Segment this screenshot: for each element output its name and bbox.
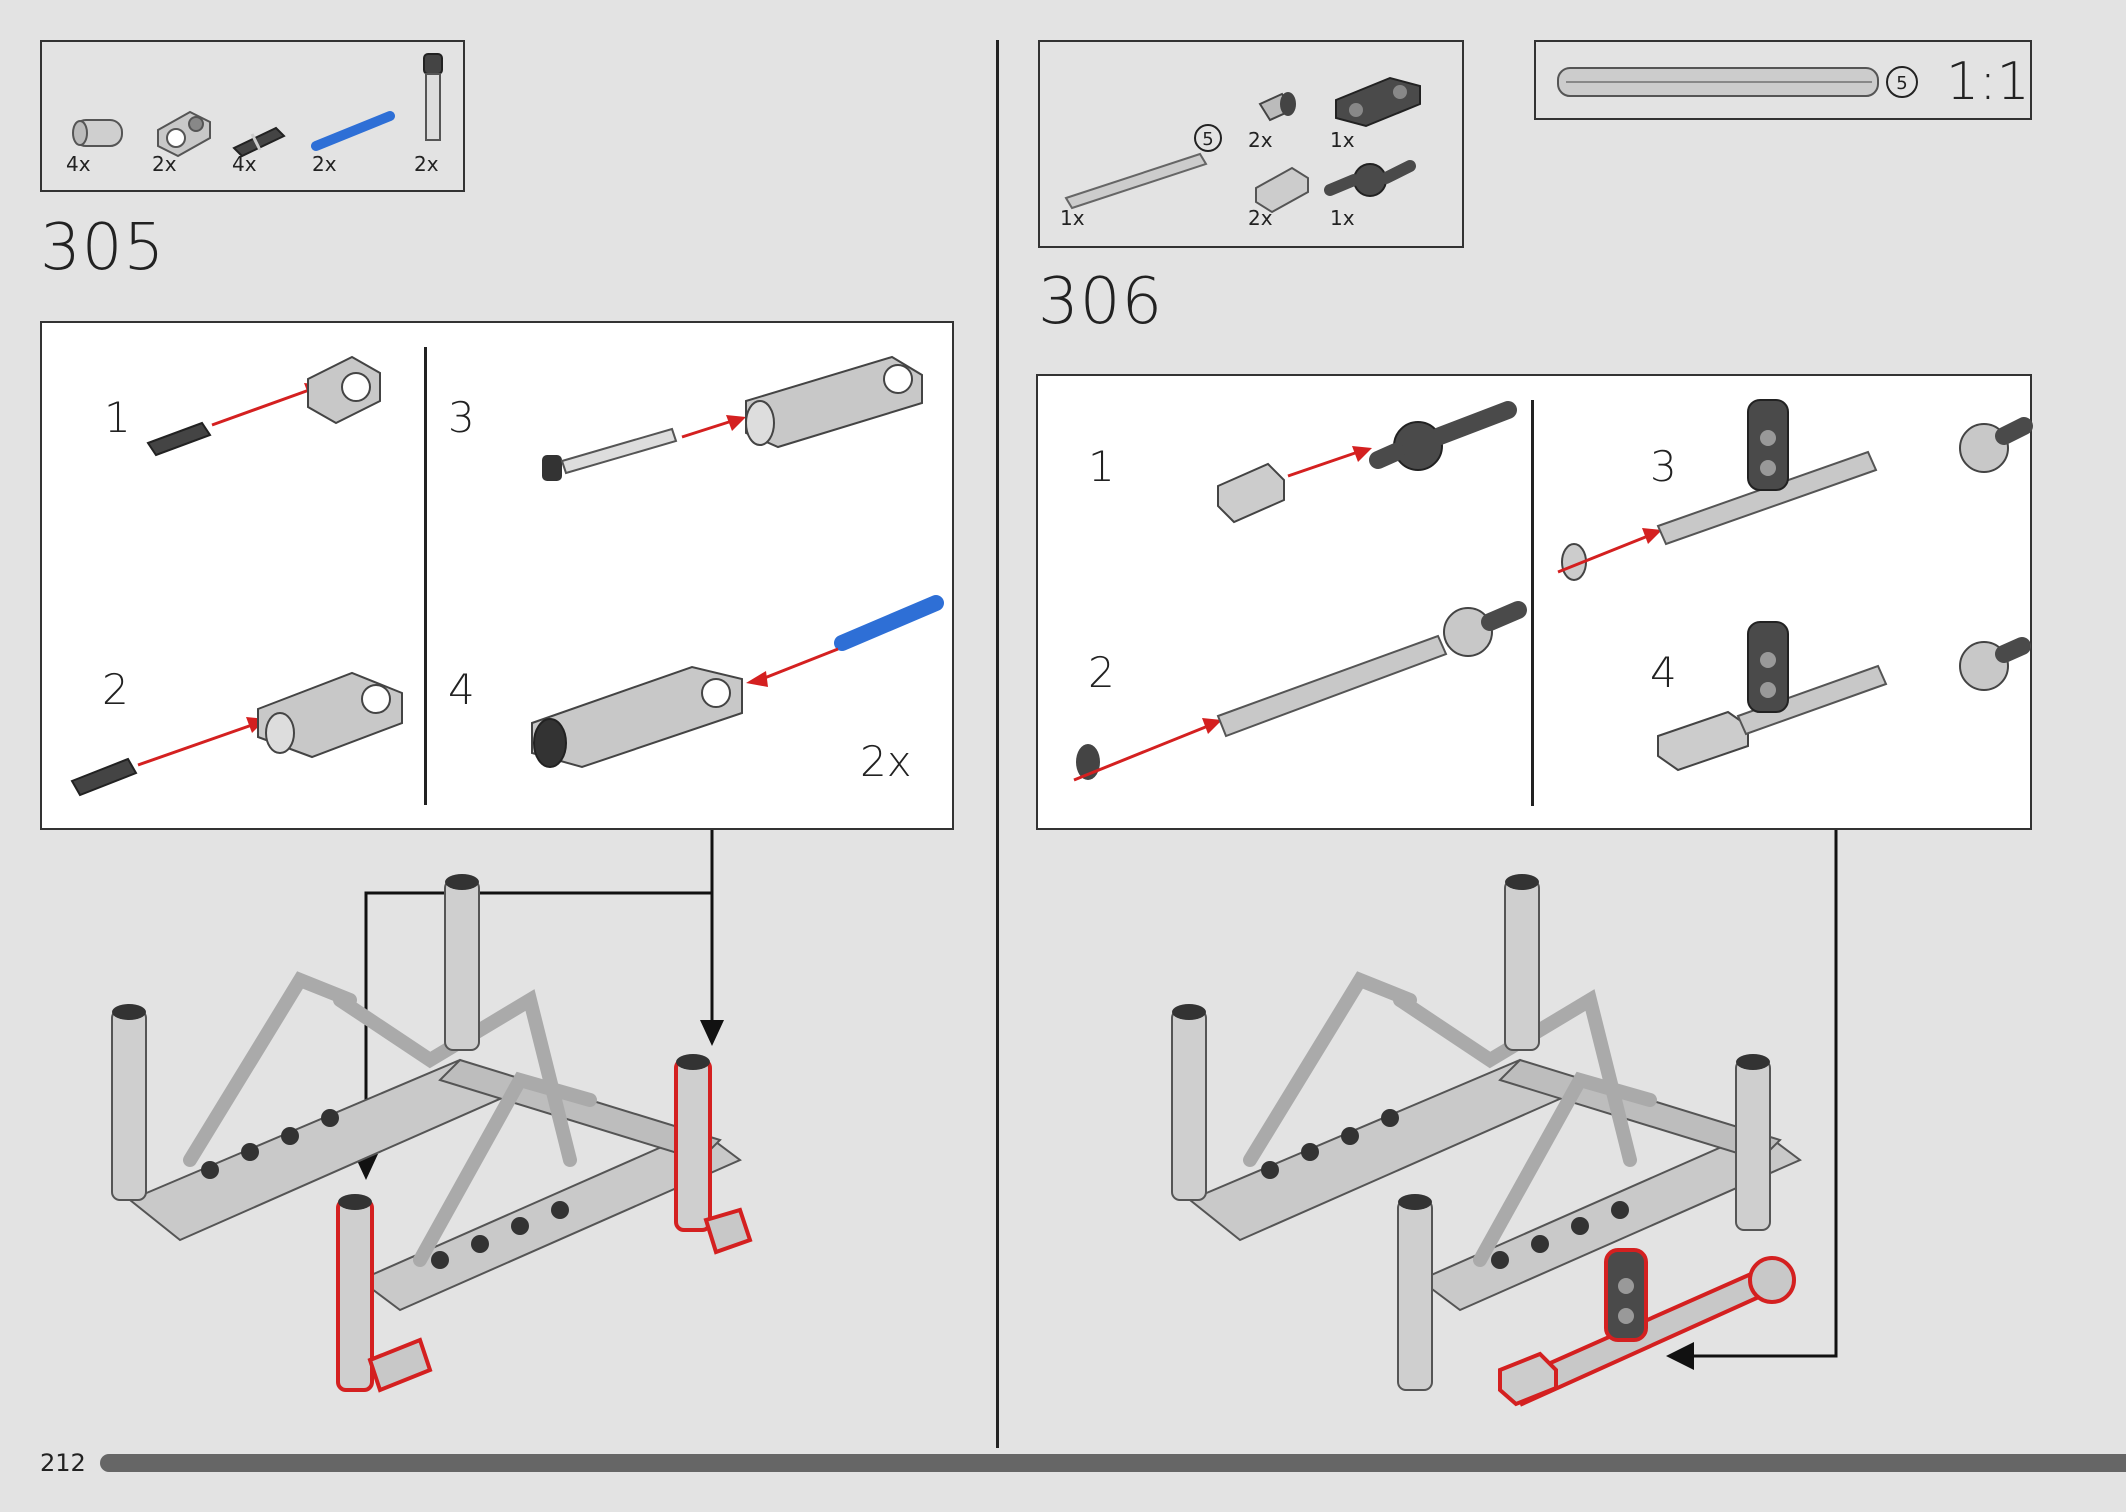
dark-beam-icon (1335, 76, 1421, 128)
step306-parts-box: 5 1x 2x 1x 2x 1x (1038, 40, 1464, 248)
substep-label: 1 (104, 393, 131, 442)
axle-scale-icon (1557, 67, 1879, 97)
scale-reference-box: 5 1:1 (1534, 40, 2032, 120)
substep-label: 3 (448, 393, 475, 442)
part-qty: 1x (1330, 128, 1355, 152)
part-qty: 2x (1248, 128, 1273, 152)
substep-label: 3 (1650, 442, 1677, 491)
ball-joint-icon (1324, 160, 1416, 197)
blue-axle-icon (311, 111, 395, 151)
substep-label: 2 (102, 665, 129, 714)
substep-label: 4 (448, 665, 475, 714)
part-qty: 2x (1248, 206, 1273, 230)
substep2-illustration (70, 671, 403, 797)
step305-number: 305 (40, 211, 166, 285)
axle-5-icon (1064, 152, 1208, 210)
substep1-illustration (146, 355, 381, 457)
part-qty: 2x (152, 152, 177, 176)
part-qty: 2x (414, 152, 439, 176)
step306-substeps-box: 1 2 3 4 (1036, 374, 2033, 830)
connector-tube-icon (72, 119, 123, 147)
step306-number: 306 (1038, 265, 1164, 339)
long-pin-icon (423, 53, 443, 141)
part-qty: 4x (232, 152, 257, 176)
axle-connector-icon (1255, 166, 1309, 214)
part-qty: 4x (66, 152, 91, 176)
substep4-illustration (1657, 621, 2031, 772)
scale-label: 1:1 (1946, 52, 2030, 112)
axle-length-badge: 5 (1194, 124, 1222, 152)
step305-main-model (111, 874, 753, 1393)
page-divider (996, 40, 999, 1448)
axle-pin-connector-icon (157, 110, 211, 158)
substep4-illustration (531, 595, 944, 769)
part-qty: 2x (312, 152, 337, 176)
substep2-illustration (1073, 601, 1527, 782)
substep-label: 1 (1088, 442, 1115, 491)
divider (424, 347, 427, 805)
progress-bar (100, 1454, 2126, 1472)
substep1-illustration (1217, 401, 1517, 524)
step305-substeps-box: 1 2 3 4 2x (40, 321, 954, 830)
step305-parts-box: 4x 2x 4x 2x 2x (40, 40, 465, 192)
substep3-illustration (542, 355, 923, 481)
page-number: 212 (40, 1449, 86, 1477)
part-qty: 1x (1330, 206, 1355, 230)
scale-badge: 5 (1886, 66, 1918, 98)
friction-pin-icon (232, 126, 286, 158)
bush-icon (1258, 92, 1296, 122)
step306-main-model (1171, 874, 1802, 1407)
substep-label: 4 (1650, 648, 1677, 697)
substep3-illustration (1557, 399, 2033, 581)
part-qty: 1x (1060, 206, 1085, 230)
multiplier-label: 2x (860, 737, 912, 786)
substep-label: 2 (1088, 648, 1115, 697)
divider (1531, 400, 1534, 806)
